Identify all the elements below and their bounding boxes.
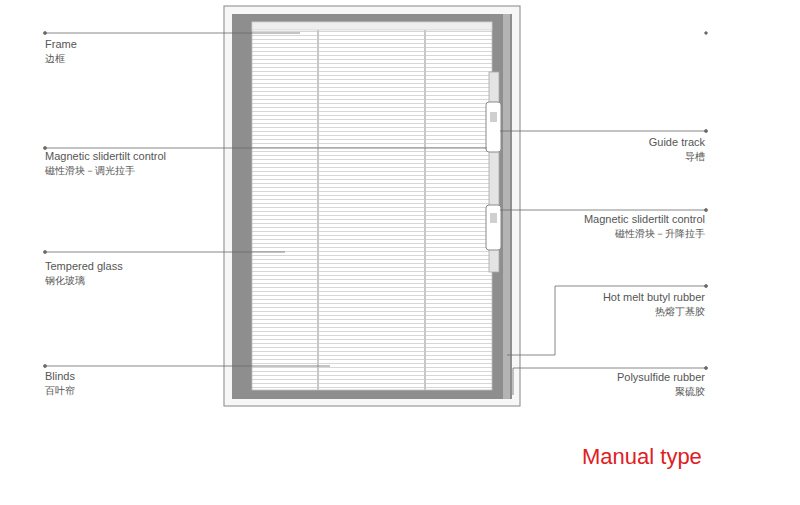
blinds [252, 22, 492, 390]
sealant-band [232, 14, 512, 399]
part-label: 钢化玻璃 [45, 275, 85, 287]
leader-lines [44, 32, 708, 396]
part-label: Magnetic slidertilt control [45, 150, 166, 163]
part-label: Guide track [649, 136, 705, 149]
outer-frame [224, 6, 520, 406]
part-label: Frame [45, 38, 77, 51]
part-label: 磁性滑块－升降拉手 [615, 228, 705, 240]
tilt-slider [486, 102, 501, 152]
part-label: Tempered glass [45, 260, 123, 273]
ladder-cord [424, 30, 426, 390]
part-label: Hot melt butyl rubber [603, 291, 705, 304]
part-label: 热熔丁基胶 [655, 306, 705, 318]
type-caption: Manual type [582, 444, 702, 469]
part-label: 边框 [45, 53, 65, 65]
part-label: 聚硫胶 [675, 386, 705, 398]
part-label: 百叶帘 [45, 385, 75, 397]
butyl-strip [503, 14, 510, 399]
part-label: Polysulfide rubber [617, 371, 705, 384]
slider-grip [490, 213, 497, 223]
part-label: 导槽 [685, 151, 705, 163]
head-rail [252, 22, 492, 30]
ladder-cord [317, 30, 319, 390]
lift-slider [486, 205, 501, 250]
part-label: Blinds [45, 370, 75, 383]
part-label: Magnetic slidertilt control [584, 213, 705, 226]
part-label: 磁性滑块－调光拉手 [45, 165, 135, 177]
slider-grip [490, 112, 497, 122]
